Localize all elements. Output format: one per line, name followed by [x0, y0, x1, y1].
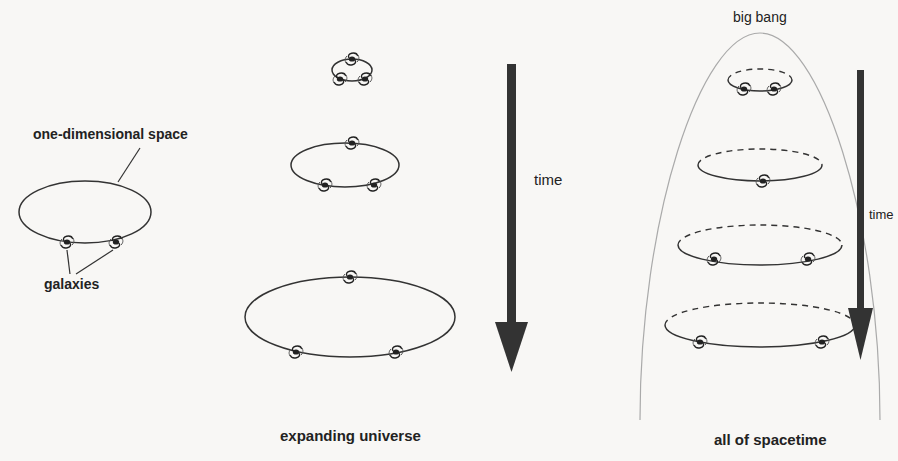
- leader-line: [76, 250, 113, 274]
- caption-label: all of spacetime: [714, 431, 827, 448]
- big-bang-label: big bang: [733, 9, 787, 25]
- leader-line: [67, 250, 70, 274]
- caption-label: expanding universe: [280, 427, 421, 444]
- spacetime-cone: [640, 33, 880, 420]
- expanding-rings: [245, 53, 455, 358]
- galaxies-label: galaxies: [44, 276, 99, 292]
- space-circle: [19, 148, 151, 274]
- space-label: one-dimensional space: [33, 126, 188, 142]
- time-label: time: [534, 171, 562, 188]
- leader-line: [118, 148, 140, 182]
- time-arrow: [495, 64, 528, 372]
- time-label: time: [869, 208, 894, 223]
